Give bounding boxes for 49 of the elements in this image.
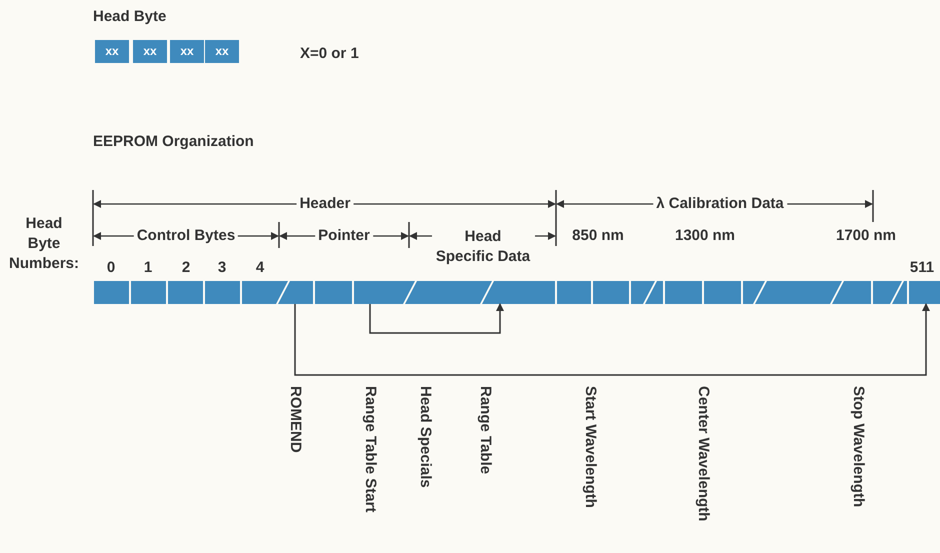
- memory-cell: [405, 281, 492, 304]
- pointer-arrow: [369, 303, 504, 334]
- byte-number: 1: [144, 259, 152, 277]
- field-label: Head Specials: [416, 386, 434, 488]
- dimension-label: Head Specific Data: [432, 227, 534, 267]
- field-label: Center Wavelength: [694, 386, 712, 522]
- byte-number: 511: [910, 259, 934, 277]
- memory-cell: [205, 281, 240, 304]
- memory-cell: [242, 281, 288, 304]
- memory-cell: [315, 281, 352, 304]
- field-label: Stop Wavelength: [849, 386, 867, 508]
- memory-cell: [892, 281, 907, 304]
- memory-cell: [832, 281, 871, 304]
- bit-pair-cell: xx: [133, 40, 167, 63]
- byte-number: 0: [106, 259, 116, 277]
- wavelength-label: 1300 nm: [674, 227, 736, 245]
- memory-cell: [278, 281, 313, 304]
- memory-cell: [743, 281, 765, 304]
- byte-number: 4: [256, 259, 264, 277]
- heading: Head Byte: [93, 8, 166, 26]
- bit-pair-cell: xx: [95, 40, 129, 63]
- byte-number: 3: [218, 259, 226, 277]
- memory-cell: [593, 281, 629, 304]
- dimension-label: Control Bytes: [134, 227, 238, 245]
- bit-pair-cell: xx: [170, 40, 204, 63]
- heading: EEPROM Organization: [93, 133, 254, 151]
- field-label: Range Table: [476, 386, 494, 474]
- memory-cell: [94, 281, 129, 304]
- memory-cell: [873, 281, 902, 304]
- memory-cell: [131, 281, 166, 304]
- bit-pair-cell: xx: [205, 40, 239, 63]
- memory-cell: [482, 281, 555, 304]
- memory-cell: [631, 281, 655, 304]
- note-text: X=0 or 1: [300, 45, 359, 63]
- byte-number: 2: [182, 259, 190, 277]
- wavelength-label: 1700 nm: [836, 227, 896, 245]
- memory-cell: [665, 281, 702, 304]
- memory-cell: [909, 281, 940, 304]
- field-label: Range Table Start: [361, 386, 379, 512]
- field-label: Start Wavelength: [581, 386, 599, 508]
- memory-cell: [557, 281, 591, 304]
- memory-cell: [354, 281, 415, 304]
- row-label: Head Byte Numbers:: [8, 214, 80, 274]
- field-label: ROMEND: [286, 386, 304, 453]
- memory-cell: [704, 281, 741, 304]
- pointer-arrow: [294, 303, 930, 376]
- wavelength-label: 850 nm: [572, 227, 624, 245]
- memory-cell: [168, 281, 203, 304]
- memory-cell: [645, 281, 663, 304]
